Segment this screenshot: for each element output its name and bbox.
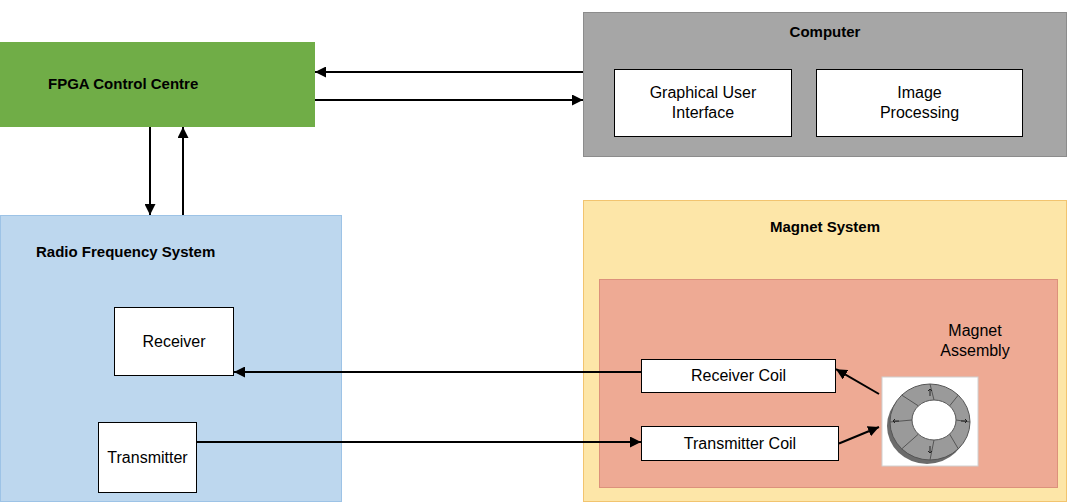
computer-panel: ComputerGraphical User Interface Image Pr… — [583, 12, 1067, 157]
box-label: Graphical User Interface — [643, 83, 763, 123]
panel-heading: Computer — [584, 23, 1066, 42]
signal-arrow — [315, 71, 583, 73]
signal-arrow — [197, 441, 641, 443]
rf-block: Receiver — [114, 307, 234, 376]
signal-arrow — [234, 371, 641, 373]
box-label: Receiver — [142, 332, 205, 352]
signal-arrow — [182, 127, 184, 215]
coil-box: Transmitter Coil — [641, 426, 839, 461]
box-label: Receiver Coil — [691, 366, 786, 386]
box-label: Transmitter — [107, 448, 187, 468]
rf-panel: Radio Frequency SystemReceiverTransmitte… — [0, 215, 342, 502]
software-box: Image Processing — [816, 69, 1023, 137]
box-label: Image Processing — [870, 83, 970, 123]
panel-heading: Radio Frequency System — [36, 243, 341, 262]
signal-arrow — [315, 99, 583, 101]
box-label: Transmitter Coil — [684, 434, 796, 454]
rf-block: Transmitter — [98, 422, 197, 493]
box-label: Magnet Assembly — [929, 321, 1021, 361]
signal-arrow — [149, 127, 151, 215]
signal-arrow — [839, 427, 879, 444]
coil-box: Receiver Coil — [641, 359, 836, 393]
magnet-panel: Magnet SystemReceiver CoilTransmitter Co… — [583, 200, 1067, 502]
signal-arrow — [836, 369, 879, 394]
software-box: Graphical User Interface — [614, 69, 792, 137]
control-box: FPGA Control Centre — [0, 42, 315, 127]
panel-heading: Magnet System — [584, 218, 1066, 237]
panel-heading: FPGA Control Centre — [48, 75, 198, 94]
